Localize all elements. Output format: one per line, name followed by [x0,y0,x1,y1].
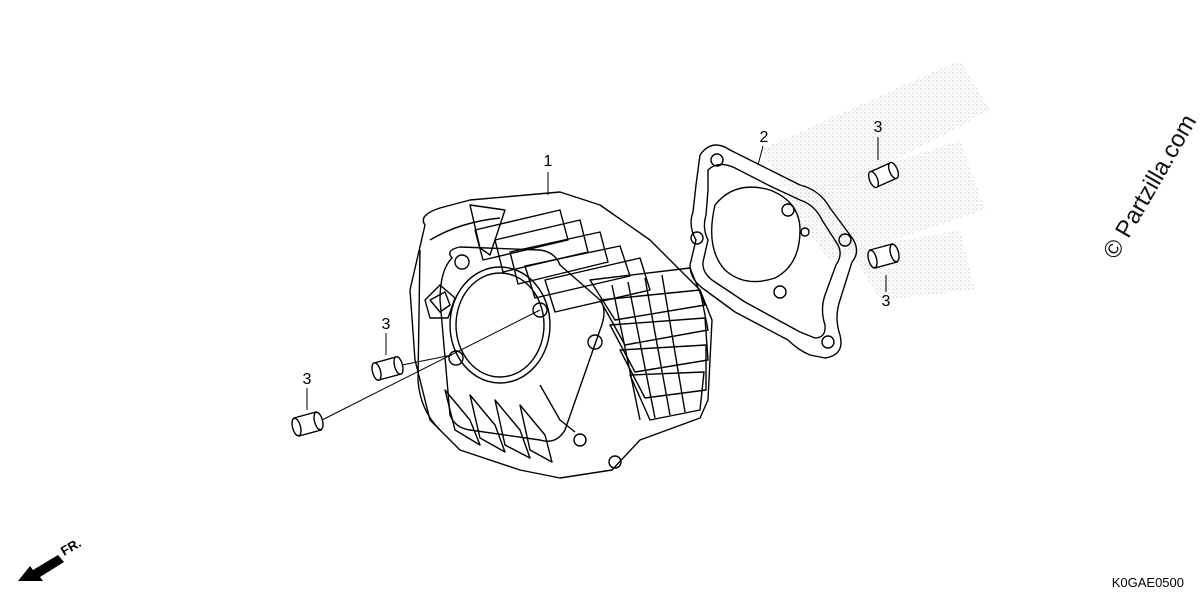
alignment-lines [321,309,541,421]
dowel-pin-2[interactable] [290,411,324,437]
gasket-part[interactable] [689,144,858,359]
callout-3-right: 3 [882,293,891,310]
dowel-pin-3[interactable] [867,161,901,189]
dowel-pin-1[interactable] [370,356,404,381]
front-label: FR. [58,535,84,558]
callout-2: 2 [760,129,769,146]
callout-3-top-right: 3 [874,119,883,136]
callout-3-left-lower: 3 [303,371,312,388]
leader-lines [306,137,887,410]
front-direction-arrow: FR. [18,535,84,581]
diagram-code: K0GAE0500 [1111,575,1184,590]
dowel-pin-4[interactable] [866,243,900,269]
callout-labels: 1 2 3 3 3 3 [303,119,891,388]
callout-3-left-upper: 3 [382,316,391,333]
cylinder-part[interactable] [409,191,713,479]
callout-1: 1 [544,153,553,170]
